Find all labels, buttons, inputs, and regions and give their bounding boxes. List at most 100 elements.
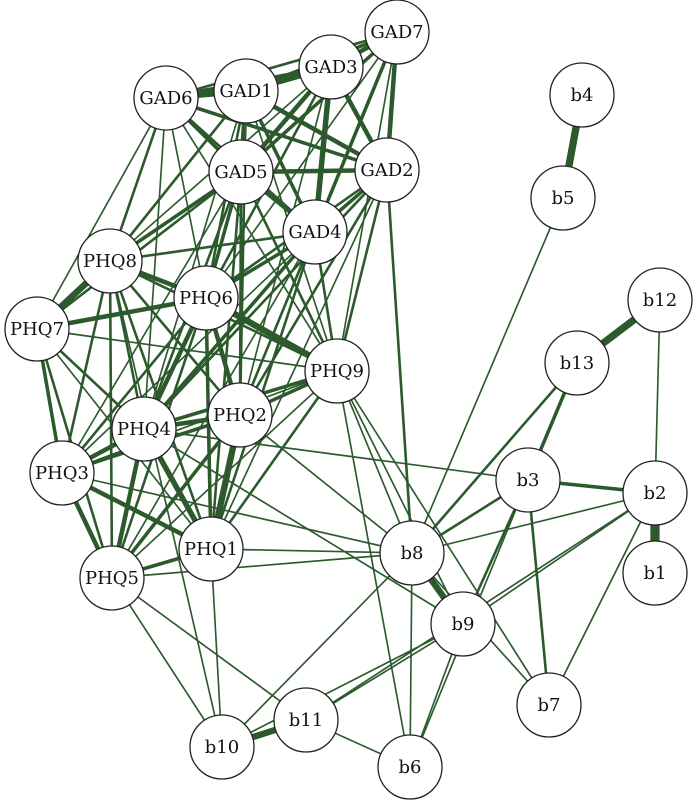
edge-PHQ7-PHQ9 <box>36 328 338 372</box>
edge-PHQ1-b10 <box>210 548 223 748</box>
edge-GAD2-b8 <box>385 168 414 555</box>
edge-PHQ9-b8 <box>336 370 413 554</box>
edge-b8-b10 <box>221 552 413 748</box>
node-GAD4: GAD4 <box>282 199 348 265</box>
node-label-b9: b9 <box>452 614 475 635</box>
edge-b2-b9 <box>462 492 656 625</box>
node-label-PHQ5: PHQ5 <box>85 568 139 589</box>
edge-GAD2-PHQ4 <box>142 168 389 431</box>
edge-GAD2-PHQ1 <box>210 169 388 550</box>
node-label-b6: b6 <box>399 757 422 778</box>
node-label-b1: b1 <box>644 563 667 584</box>
node-label-b3: b3 <box>517 470 540 491</box>
node-circle-b7 <box>516 672 582 738</box>
node-label-PHQ9: PHQ9 <box>310 361 364 382</box>
node-label-b12: b12 <box>643 290 677 311</box>
node-PHQ6: PHQ6 <box>173 265 239 331</box>
node-PHQ9: PHQ9 <box>304 338 370 404</box>
node-circle-b9 <box>430 591 496 657</box>
node-circle-b10 <box>189 714 255 780</box>
node-label-PHQ4: PHQ4 <box>117 419 171 440</box>
node-b11: b11 <box>273 687 339 753</box>
node-label-PHQ8: PHQ8 <box>83 251 137 272</box>
node-circle-b11 <box>273 687 339 753</box>
edge-PHQ8-PHQ2 <box>108 259 242 417</box>
edge-b3-b7 <box>526 478 551 707</box>
edge-GAD5-PHQ3 <box>61 171 242 474</box>
edge-PHQ3-b8 <box>61 472 413 554</box>
node-label-b8: b8 <box>401 543 424 564</box>
node-label-PHQ2: PHQ2 <box>213 405 267 426</box>
node-circle-PHQ5 <box>79 545 145 611</box>
node-b1: b1 <box>622 540 688 606</box>
node-circle-b8 <box>379 520 445 586</box>
node-GAD5: GAD5 <box>208 139 274 205</box>
edge-GAD6-PHQ7 <box>36 97 167 330</box>
node-b10: b10 <box>189 714 255 780</box>
node-label-b13: b13 <box>560 353 594 374</box>
node-circle-GAD3 <box>298 34 364 100</box>
node-PHQ7: PHQ7 <box>4 296 70 362</box>
edge-b8-b6 <box>409 552 413 768</box>
edge-GAD4-PHQ1 <box>209 230 317 551</box>
node-circle-b5 <box>530 165 596 231</box>
node-PHQ5: PHQ5 <box>79 545 145 611</box>
edge-PHQ2-b8 <box>239 414 413 554</box>
edge-PHQ5-b8 <box>111 552 413 579</box>
node-label-GAD1: GAD1 <box>219 81 272 102</box>
node-label-PHQ3: PHQ3 <box>35 463 89 484</box>
edge-b9-b10 <box>221 623 464 748</box>
node-label-PHQ6: PHQ6 <box>179 288 233 309</box>
edge-b2-b7 <box>548 492 656 706</box>
edge-GAD7-PHQ6 <box>205 31 398 299</box>
node-label-GAD5: GAD5 <box>214 162 267 183</box>
node-label-GAD2: GAD2 <box>360 160 413 181</box>
node-b8: b8 <box>379 520 445 586</box>
node-circle-PHQ6 <box>173 265 239 331</box>
node-label-GAD4: GAD4 <box>288 222 341 243</box>
node-PHQ8: PHQ8 <box>77 228 143 294</box>
edge-PHQ5-b10 <box>111 577 223 748</box>
node-circle-PHQ8 <box>77 228 143 294</box>
node-label-PHQ7: PHQ7 <box>10 319 64 340</box>
edge-PHQ2-PHQ5 <box>110 413 242 580</box>
edge-GAD4-PHQ8 <box>108 230 317 263</box>
edge-PHQ4-b3 <box>143 428 529 481</box>
edge-b13-b8 <box>410 361 579 555</box>
edge-PHQ9-b7 <box>336 370 550 706</box>
node-label-b5: b5 <box>552 188 575 209</box>
edge-GAD5-PHQ2 <box>238 170 243 417</box>
node-b6: b6 <box>377 734 443 800</box>
edge-GAD2-PHQ9 <box>335 168 389 373</box>
node-GAD6: GAD6 <box>133 65 199 131</box>
node-b4: b4 <box>549 62 615 128</box>
edge-PHQ5-b11 <box>111 577 307 721</box>
node-circle-b6 <box>377 734 443 800</box>
node-label-b2: b2 <box>644 483 667 504</box>
node-label-GAD3: GAD3 <box>304 57 357 78</box>
edge-PHQ9-b9 <box>336 370 464 625</box>
edge-PHQ4-b9 <box>143 428 464 625</box>
node-circle-GAD7 <box>364 0 430 65</box>
node-circle-PHQ2 <box>207 382 273 448</box>
node-b12: b12 <box>627 267 693 333</box>
edge-GAD1-PHQ8 <box>108 89 248 263</box>
node-label-GAD6: GAD6 <box>139 88 192 109</box>
node-circle-b1 <box>622 540 688 606</box>
node-circle-PHQ9 <box>304 338 370 404</box>
node-circle-GAD6 <box>133 65 199 131</box>
node-GAD7: GAD7 <box>364 0 430 65</box>
node-label-b11: b11 <box>289 710 323 731</box>
edge-GAD7-GAD4 <box>313 30 399 234</box>
node-circle-PHQ7 <box>4 296 70 362</box>
edge-GAD2-PHQ2 <box>238 168 389 417</box>
node-circle-b4 <box>549 62 615 128</box>
node-circle-PHQ1 <box>178 516 244 582</box>
edge-PHQ6-PHQ3 <box>60 296 208 475</box>
node-label-GAD7: GAD7 <box>370 22 423 43</box>
node-circle-b13 <box>544 330 610 396</box>
node-circle-b3 <box>495 447 561 513</box>
node-GAD3: GAD3 <box>298 34 364 100</box>
node-GAD2: GAD2 <box>354 137 420 203</box>
